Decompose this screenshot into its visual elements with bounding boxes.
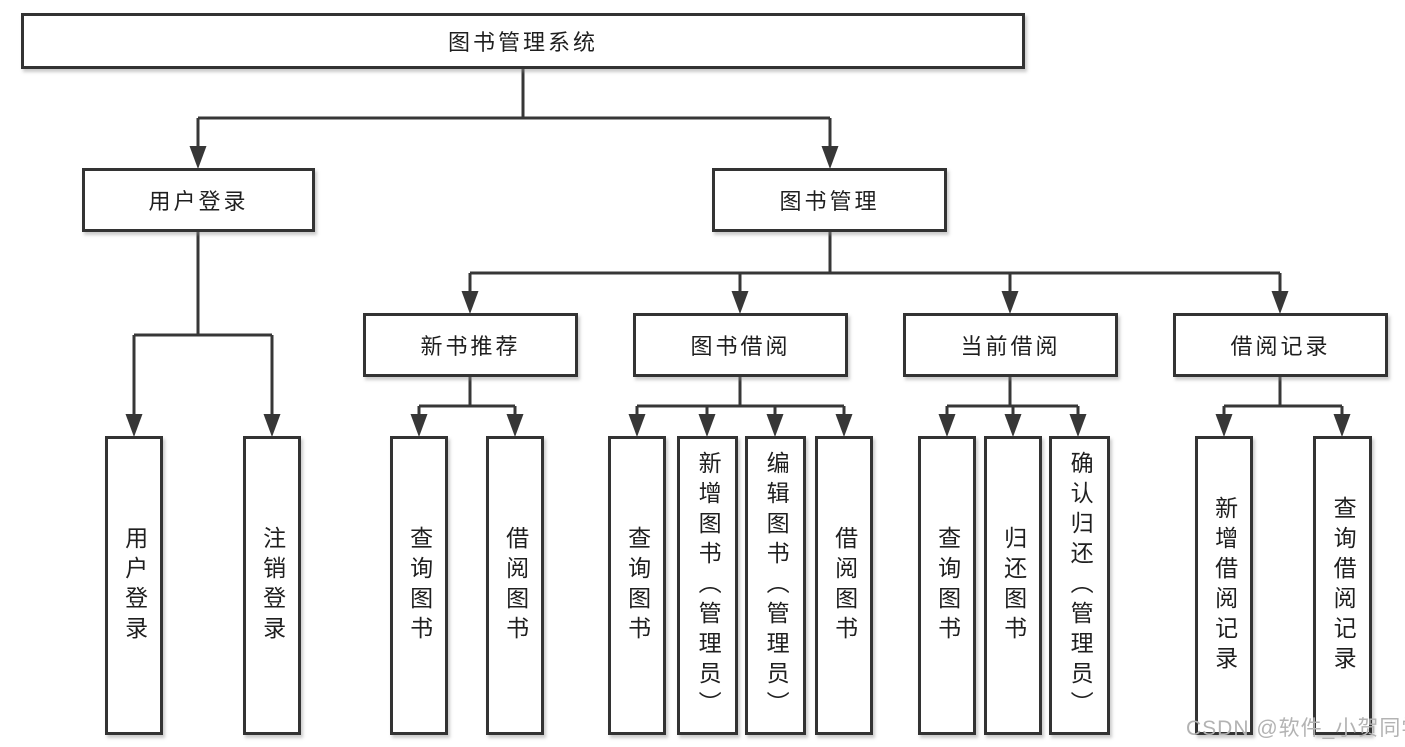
- node-label: 借阅图书: [831, 525, 858, 646]
- node-label: 用户登录: [148, 189, 249, 214]
- connector-line: [468, 232, 1282, 295]
- node-label: 借阅记录: [1230, 334, 1331, 359]
- leaf-query-books-recommend: 查询图书: [390, 436, 448, 735]
- arrow-down-icon: [698, 414, 716, 437]
- leaf-return-books: 归还图书: [984, 436, 1042, 735]
- leaf-query-books-current: 查询图书: [918, 436, 976, 735]
- node-label: 编辑图书（管理员）: [763, 450, 790, 721]
- arrow-down-icon: [1004, 414, 1022, 437]
- node-label: 新增借阅记录: [1211, 495, 1238, 676]
- leaf-confirm-return-admin: 确认归还（管理员）: [1049, 436, 1110, 735]
- node-label: 图书借阅: [690, 334, 791, 359]
- connector-line: [635, 377, 846, 416]
- connector-line: [132, 232, 274, 416]
- connector-current-borrow-branch: [938, 377, 1087, 437]
- connector-book-borrow-branch: [628, 377, 853, 437]
- node-label: 查询图书: [934, 525, 961, 646]
- connector-line: [196, 69, 832, 150]
- connector-book-management-branch: [461, 232, 1289, 314]
- arrow-down-icon: [821, 146, 839, 169]
- arrow-down-icon: [189, 146, 207, 169]
- connector-user-login-branch: [125, 232, 281, 437]
- arrow-down-icon: [410, 414, 428, 437]
- arrow-down-icon: [1333, 414, 1351, 437]
- arrow-down-icon: [628, 414, 646, 437]
- arrow-down-icon: [461, 291, 479, 314]
- arrow-down-icon: [835, 414, 853, 437]
- arrow-down-icon: [731, 291, 749, 314]
- leaf-query-borrow-record: 查询借阅记录: [1313, 436, 1372, 735]
- node-label: 查询图书: [406, 525, 433, 646]
- node-user-login: 用户登录: [82, 168, 315, 232]
- arrow-down-icon: [766, 414, 784, 437]
- node-label: 用户登录: [121, 525, 148, 646]
- node-borrow-records: 借阅记录: [1173, 313, 1388, 377]
- connector-line: [945, 377, 1080, 416]
- node-label: 借阅图书: [502, 525, 529, 646]
- connector-root-to-level2: [189, 69, 839, 169]
- leaf-borrow-books-borrow: 借阅图书: [815, 436, 873, 735]
- leaf-add-borrow-record: 新增借阅记录: [1195, 436, 1253, 735]
- arrow-down-icon: [125, 414, 143, 437]
- connector-borrow-records-branch: [1215, 377, 1351, 437]
- node-label: 图书管理系统: [447, 30, 598, 55]
- leaf-logout: 注销登录: [243, 436, 301, 735]
- arrow-down-icon: [1001, 291, 1019, 314]
- node-label: 注销登录: [259, 525, 286, 646]
- csdn-watermark: CSDN @软件_小贺同学: [1186, 717, 1405, 740]
- leaf-user-login: 用户登录: [105, 436, 163, 735]
- connector-line: [1222, 377, 1344, 416]
- arrow-down-icon: [938, 414, 956, 437]
- arrow-down-icon: [263, 414, 281, 437]
- node-label: 归还图书: [1000, 525, 1027, 646]
- arrow-down-icon: [1215, 414, 1233, 437]
- node-root: 图书管理系统: [21, 13, 1025, 69]
- node-new-book-recommend: 新书推荐: [363, 313, 578, 377]
- node-label: 当前借阅: [960, 334, 1061, 359]
- node-label: 图书管理: [779, 189, 880, 214]
- connector-new-book-recommend-branch: [410, 377, 524, 437]
- arrow-down-icon: [1069, 414, 1087, 437]
- node-book-borrow: 图书借阅: [633, 313, 848, 377]
- node-label: 新增图书（管理员）: [695, 450, 722, 721]
- node-book-management: 图书管理: [712, 168, 947, 232]
- node-label: 确认归还（管理员）: [1067, 450, 1094, 721]
- node-label: 查询借阅记录: [1330, 495, 1357, 676]
- leaf-query-books-borrow: 查询图书: [608, 436, 666, 735]
- arrow-down-icon: [1271, 291, 1289, 314]
- leaf-edit-books-admin: 编辑图书（管理员）: [745, 436, 806, 735]
- node-label: 新书推荐: [420, 334, 521, 359]
- leaf-borrow-books-recommend: 借阅图书: [486, 436, 544, 735]
- connector-line: [417, 377, 517, 416]
- node-label: 查询图书: [624, 525, 651, 646]
- node-current-borrow: 当前借阅: [903, 313, 1118, 377]
- leaf-add-books-admin: 新增图书（管理员）: [677, 436, 738, 735]
- arrow-down-icon: [506, 414, 524, 437]
